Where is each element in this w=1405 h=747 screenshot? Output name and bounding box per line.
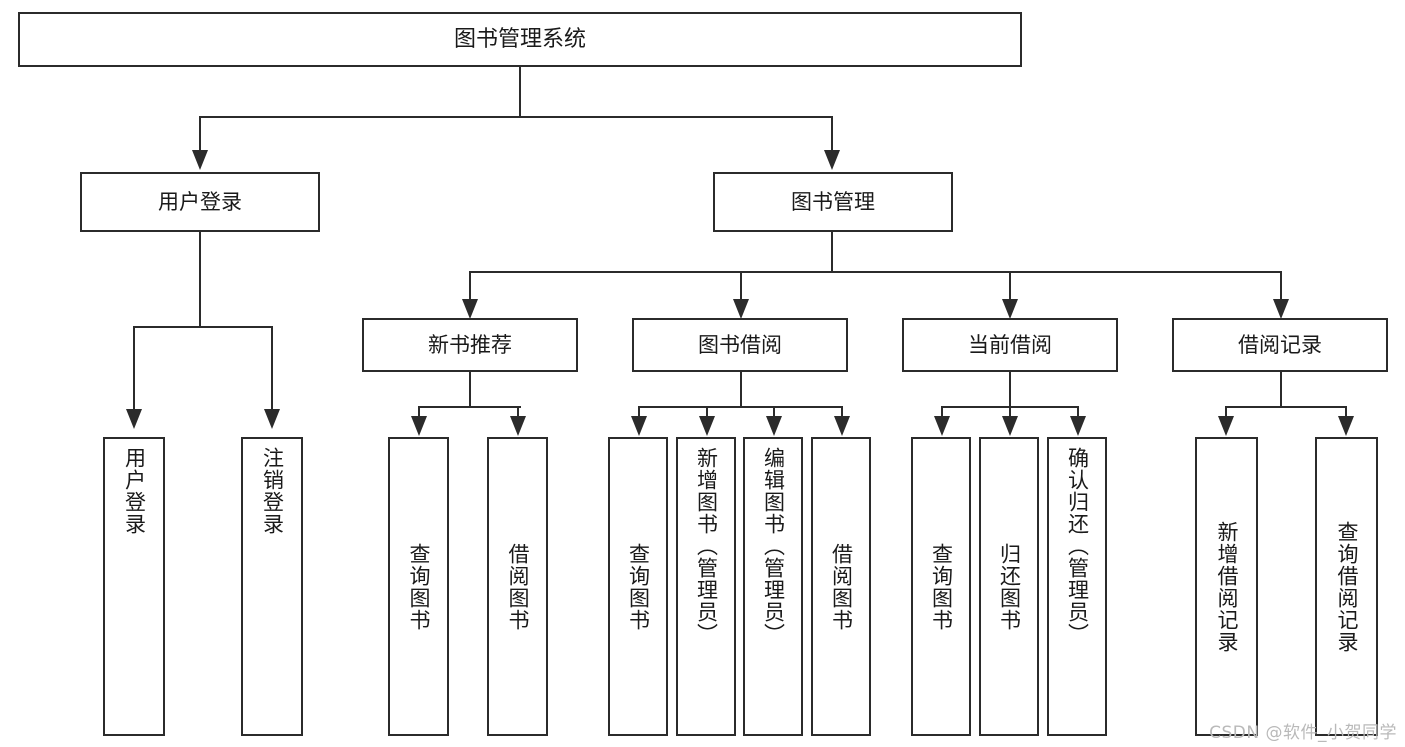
node-book-borrow[interactable]: 图书借阅 — [632, 318, 848, 372]
arrow-user-login — [192, 150, 208, 170]
connector-book-borrow-stem — [740, 372, 742, 407]
node-label: 新增借阅记录 — [1215, 520, 1239, 653]
connector-new-book-stem — [469, 372, 471, 407]
connector-borrow-record-stem — [1280, 372, 1282, 407]
arrow-cb-confirm — [1070, 416, 1086, 436]
leaf-bb-add-book[interactable]: 新增图书（管理员） — [676, 437, 736, 736]
connector-current-borrow-stem — [1009, 372, 1011, 407]
arrow-leaf-logout — [264, 409, 280, 429]
connector-drop-bb-query — [638, 406, 640, 418]
arrow-bb-edit — [766, 416, 782, 436]
node-label: 借阅图书 — [829, 542, 854, 631]
node-label: 编辑图书（管理员） — [761, 447, 786, 645]
node-label: 新书推荐 — [428, 332, 512, 357]
connector-drop-bb-edit — [773, 406, 775, 418]
arrow-cb-query — [934, 416, 950, 436]
arrow-leaf-user-login — [126, 409, 142, 429]
node-label: 借阅记录 — [1238, 332, 1322, 357]
connector-user-login-bus — [133, 326, 271, 328]
connector-drop-cb-return — [1009, 406, 1011, 418]
node-label: 用户登录 — [122, 447, 147, 535]
connector-drop-br-query — [1345, 406, 1347, 418]
arrow-current-borrow — [1002, 299, 1018, 319]
csdn-watermark: CSDN @软件_小贺同学 — [1209, 723, 1397, 743]
leaf-cb-confirm-return[interactable]: 确认归还（管理员） — [1047, 437, 1107, 736]
leaf-bb-edit-book[interactable]: 编辑图书（管理员） — [743, 437, 803, 736]
node-borrow-record[interactable]: 借阅记录 — [1172, 318, 1388, 372]
connector-drop-bb-borrow — [841, 406, 843, 418]
node-label: 注销登录 — [260, 447, 285, 535]
arrow-bb-borrow — [834, 416, 850, 436]
leaf-br-add-record[interactable]: 新增借阅记录 — [1195, 437, 1258, 736]
leaf-logout[interactable]: 注销登录 — [241, 437, 303, 736]
connector-drop-leaf-user-login — [133, 326, 135, 411]
arrow-bb-add — [699, 416, 715, 436]
connector-drop-br-add — [1225, 406, 1227, 418]
node-label: 图书管理系统 — [453, 26, 586, 52]
connector-drop-current-borrow — [1009, 271, 1011, 301]
node-label: 查询图书 — [929, 542, 954, 631]
leaf-nb-borrow-book[interactable]: 借阅图书 — [487, 437, 548, 736]
arrow-nb-query — [411, 416, 427, 436]
connector-drop-nb-query — [418, 406, 420, 418]
leaf-cb-return-book[interactable]: 归还图书 — [979, 437, 1039, 736]
leaf-nb-query-book[interactable]: 查询图书 — [388, 437, 449, 736]
arrow-bb-query — [631, 416, 647, 436]
connector-drop-new-book — [469, 271, 471, 301]
connector-drop-cb-confirm — [1077, 406, 1079, 418]
leaf-br-query-record[interactable]: 查询借阅记录 — [1315, 437, 1378, 736]
connector-user-login-stem — [199, 232, 201, 327]
node-new-book-recommend[interactable]: 新书推荐 — [362, 318, 578, 372]
arrow-borrow-record — [1273, 299, 1289, 319]
connector-drop-cb-query — [941, 406, 943, 418]
connector-drop-book-borrow — [740, 271, 742, 301]
connector-drop-book-manage — [831, 116, 833, 152]
node-book-manage[interactable]: 图书管理 — [713, 172, 953, 232]
node-label: 确认归还（管理员） — [1065, 447, 1090, 645]
leaf-cb-query-book[interactable]: 查询图书 — [911, 437, 971, 736]
connector-drop-nb-borrow — [517, 406, 519, 418]
node-label: 图书管理 — [791, 189, 875, 214]
arrow-nb-borrow — [510, 416, 526, 436]
connector-drop-user-login — [199, 116, 201, 152]
node-label: 查询借阅记录 — [1335, 520, 1359, 653]
leaf-bb-borrow-book[interactable]: 借阅图书 — [811, 437, 871, 736]
node-label: 当前借阅 — [968, 332, 1052, 357]
connector-tier2-bus — [469, 271, 1282, 273]
node-current-borrow[interactable]: 当前借阅 — [902, 318, 1118, 372]
connector-new-book-bus — [418, 406, 521, 408]
arrow-new-book — [462, 299, 478, 319]
arrow-cb-return — [1002, 416, 1018, 436]
connector-borrow-record-bus — [1225, 406, 1346, 408]
leaf-bb-query-book[interactable]: 查询图书 — [608, 437, 668, 736]
node-user-login[interactable]: 用户登录 — [80, 172, 320, 232]
connector-tier1-bus — [199, 116, 832, 118]
connector-drop-bb-add — [706, 406, 708, 418]
arrow-book-manage — [824, 150, 840, 170]
arrow-br-query — [1338, 416, 1354, 436]
node-label: 归还图书 — [997, 542, 1022, 631]
node-root-system[interactable]: 图书管理系统 — [18, 12, 1022, 67]
node-label: 查询图书 — [626, 542, 651, 631]
node-label: 用户登录 — [158, 189, 242, 214]
node-label: 查询图书 — [407, 542, 431, 631]
leaf-user-login[interactable]: 用户登录 — [103, 437, 165, 736]
node-label: 新增图书（管理员） — [694, 447, 719, 645]
node-label: 图书借阅 — [698, 332, 782, 357]
arrow-br-add — [1218, 416, 1234, 436]
arrow-book-borrow — [733, 299, 749, 319]
node-label: 借阅图书 — [506, 542, 530, 631]
connector-root-stem — [519, 67, 521, 117]
connector-book-manage-stem — [831, 232, 833, 272]
connector-drop-borrow-record — [1280, 271, 1282, 301]
connector-drop-leaf-logout — [271, 326, 273, 411]
connector-book-borrow-bus — [638, 406, 842, 408]
